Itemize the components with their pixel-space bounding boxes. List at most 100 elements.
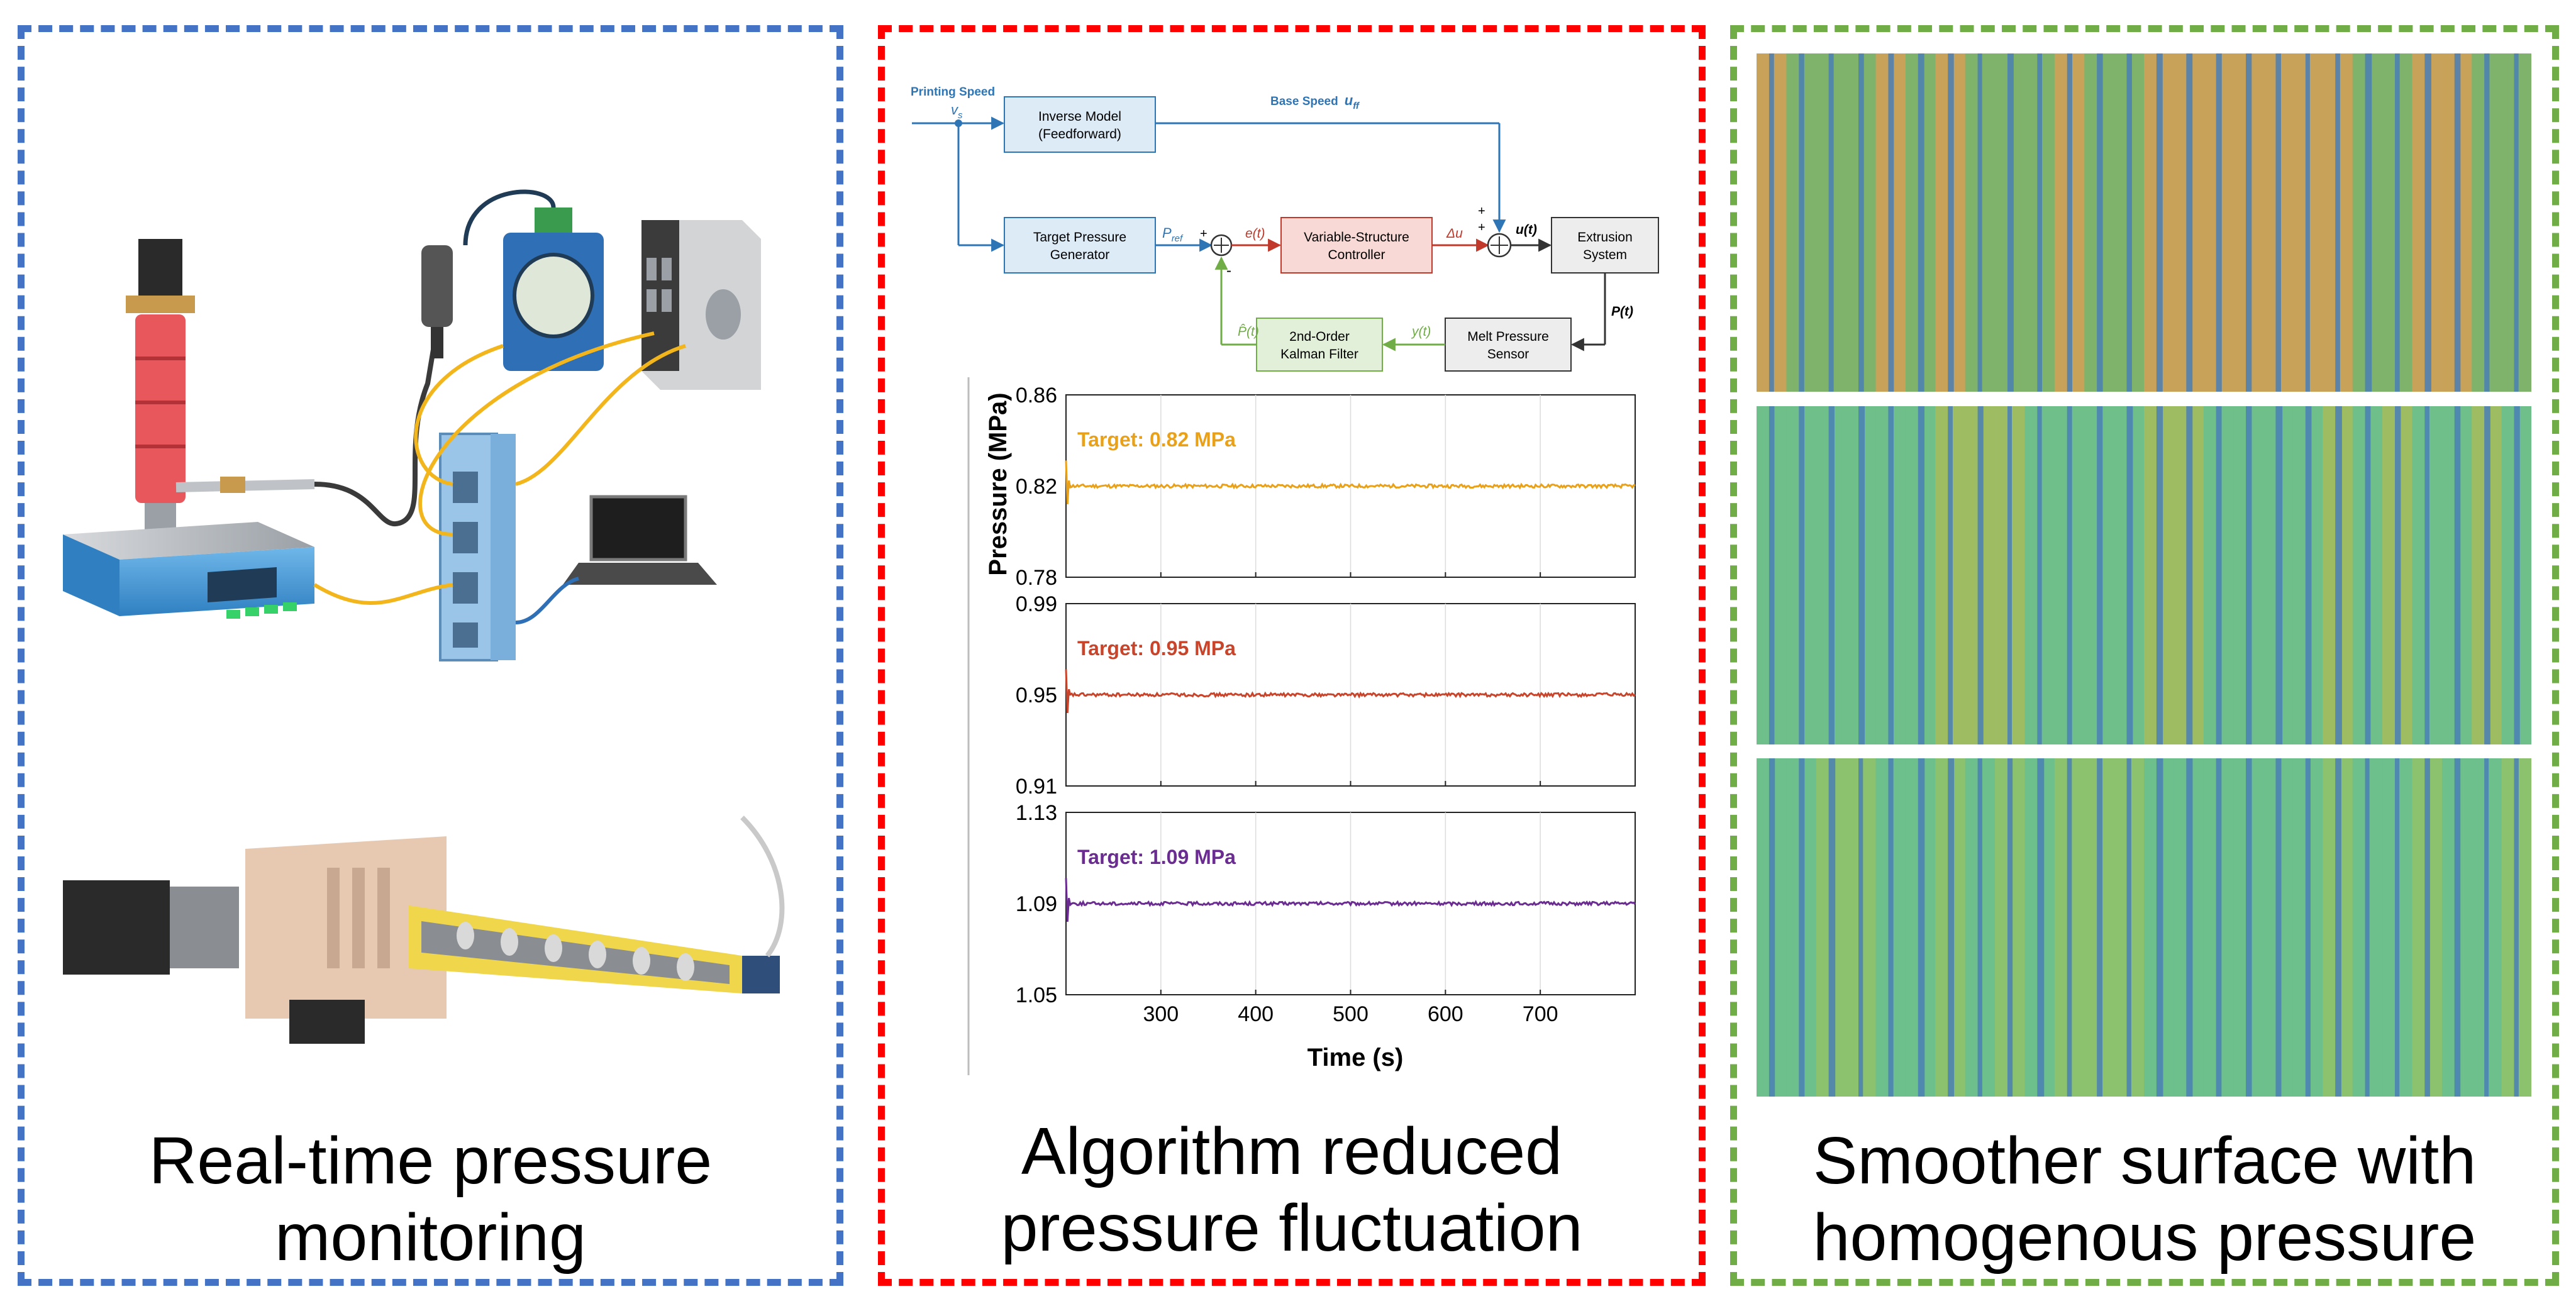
- surface-groove: [2156, 53, 2163, 392]
- surface-groove: [1918, 758, 1925, 1097]
- x-tick-label: 300: [1143, 1002, 1179, 1026]
- surface-groove: [2514, 758, 2519, 1097]
- surface-groove: [2246, 53, 2252, 392]
- surface-groove: [1768, 53, 1774, 392]
- surface-groove: [2007, 758, 2013, 1097]
- target-annotation: Target: 0.95 MPa: [1077, 637, 1236, 660]
- surface-groove: [1828, 406, 1835, 744]
- svg-text:y(t): y(t): [1411, 324, 1431, 339]
- x-tick-label: 600: [1428, 1002, 1463, 1026]
- pressure-transmitter: [421, 245, 453, 327]
- surface-groove: [2007, 53, 2014, 392]
- x-tick-label: 500: [1333, 1002, 1368, 1026]
- y-tick-label: 1.09: [1016, 892, 1057, 916]
- control-block-diagram: Printing Speed vs Inverse Model (Feedfor…: [911, 86, 1659, 372]
- pressure-series-line: [1065, 669, 1636, 714]
- y-tick-label: 0.95: [1016, 683, 1057, 707]
- surface-groove: [2156, 758, 2163, 1097]
- surface-groove: [1858, 406, 1865, 744]
- y-tick-label: 0.91: [1016, 775, 1057, 799]
- surface-groove: [1888, 53, 1894, 392]
- surface-groove: [2394, 53, 2400, 392]
- surface-groove: [1918, 53, 1924, 392]
- surface-groove: [2067, 406, 2072, 744]
- y-tick-label: 0.82: [1016, 475, 1057, 499]
- pressure-charts: Pressure (MPa) Time (s) 0.780.820.86Targ…: [967, 377, 1636, 1075]
- surface-groove: [2246, 406, 2252, 744]
- svg-text:Sensor: Sensor: [1487, 347, 1530, 362]
- surface-groove: [2126, 406, 2133, 744]
- input-label: Printing Speed: [911, 86, 995, 99]
- surface-groove: [2335, 406, 2342, 744]
- input-symbol: vs: [951, 102, 963, 121]
- panel-surface-frame: [1730, 25, 2559, 1286]
- svg-text:Kalman Filter: Kalman Filter: [1280, 347, 1358, 362]
- surface-groove: [2335, 758, 2341, 1097]
- block-inverse-model: [1004, 96, 1156, 153]
- surface-groove: [2305, 758, 2311, 1097]
- surface-groove: [2424, 758, 2430, 1097]
- surface-groove: [2484, 53, 2490, 392]
- block-kalman-filter: [1256, 318, 1383, 372]
- y-tick-label: 0.78: [1016, 566, 1057, 590]
- svg-text:Inverse Model: Inverse Model: [1038, 109, 1121, 124]
- panel-monitoring-frame: [18, 25, 843, 1286]
- surface-groove: [2097, 406, 2103, 744]
- surface-groove: [2216, 53, 2222, 392]
- surface-groove: [2007, 406, 2012, 744]
- svg-text:Controller: Controller: [1328, 248, 1385, 262]
- svg-text:Δu: Δu: [1446, 226, 1463, 241]
- surface-groove: [2454, 53, 2461, 392]
- caption-monitoring-line2: monitoring: [275, 1200, 586, 1275]
- surface-image-top: [1757, 53, 2531, 392]
- caption-monitoring: Real-time pressure monitoring: [18, 1122, 843, 1276]
- caption-surface-line2: homogenous pressure: [1813, 1200, 2477, 1275]
- block-pressure-sensor: [1445, 318, 1572, 372]
- stepper-motor: [138, 239, 182, 296]
- svg-text:Melt Pressure: Melt Pressure: [1467, 329, 1549, 344]
- surface-groove: [1768, 406, 1775, 744]
- surface-groove: [2514, 53, 2519, 392]
- print-bed: [63, 522, 314, 560]
- surface-groove: [2514, 406, 2520, 744]
- surface-groove: [2156, 406, 2163, 744]
- surface-groove: [1977, 53, 1982, 392]
- surface-groove: [1799, 758, 1805, 1097]
- y-tick-label: 0.86: [1016, 384, 1057, 407]
- block-target-generator: [1004, 217, 1156, 274]
- svg-text:+: +: [1200, 227, 1208, 241]
- laptop: [589, 495, 687, 561]
- surface-groove: [2067, 758, 2072, 1097]
- surface-groove: [2037, 758, 2045, 1097]
- surface-groove: [1799, 406, 1805, 744]
- svg-text:2nd-Order: 2nd-Order: [1289, 329, 1350, 344]
- svg-text:-: -: [1226, 262, 1231, 279]
- surface-groove: [2484, 406, 2490, 744]
- surface-groove: [2454, 758, 2461, 1097]
- surface-groove: [2275, 758, 2282, 1097]
- surface-groove: [1858, 758, 1863, 1097]
- svg-text:e(t): e(t): [1245, 226, 1265, 241]
- surface-groove: [2216, 406, 2222, 744]
- surface-groove: [2186, 406, 2193, 744]
- panel-algorithm-frame: [878, 25, 1706, 1286]
- surface-groove: [1888, 758, 1894, 1097]
- surface-groove: [2365, 758, 2370, 1097]
- surface-groove: [2424, 53, 2431, 392]
- caption-surface: Smoother surface with homogenous pressur…: [1730, 1122, 2559, 1276]
- x-axis-label: Time (s): [1307, 1044, 1404, 1071]
- pressure-series-line: [1065, 878, 1636, 922]
- surface-groove: [1948, 758, 1955, 1097]
- extruder-cutaway-illustration: [63, 816, 785, 1044]
- caption-surface-line1: Smoother surface with: [1813, 1124, 2477, 1198]
- svg-text:(Feedforward): (Feedforward): [1038, 127, 1121, 141]
- surface-groove: [2186, 53, 2193, 392]
- heater-barrel: [135, 314, 186, 503]
- block-extrusion-system: [1551, 217, 1659, 274]
- signal-p-ref: Pref: [1162, 225, 1184, 244]
- svg-text:System: System: [1583, 248, 1627, 262]
- surface-groove: [2037, 406, 2042, 744]
- surface-groove: [2335, 53, 2340, 392]
